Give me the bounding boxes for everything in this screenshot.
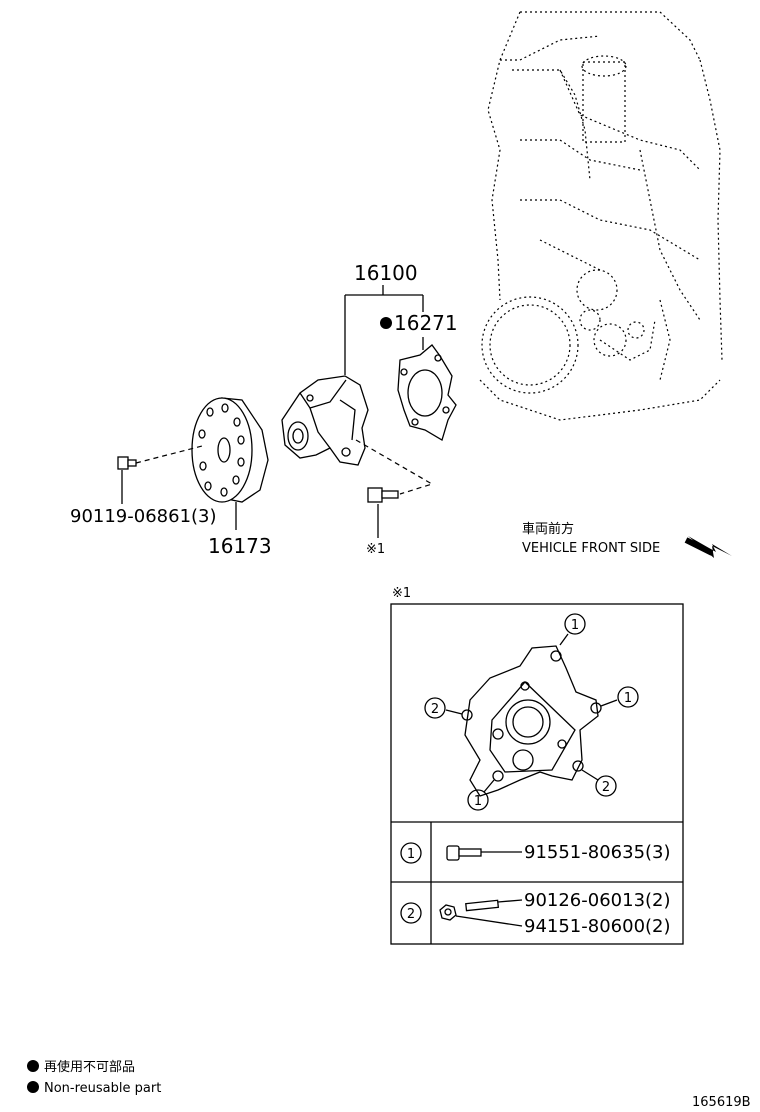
- figure-id: 165619B: [692, 1095, 751, 1110]
- row-2-part-number-a: 90126-06013(2): [524, 890, 671, 911]
- callout-2-bottom-right: 2: [602, 780, 610, 795]
- vehicle-front-english: VEHICLE FRONT SIDE: [522, 541, 660, 556]
- legend-dot-icon: [27, 1081, 39, 1093]
- legend-english: Non-reusable part: [44, 1081, 161, 1096]
- pulley-bolt-part-number: 90119-06861(3): [70, 506, 217, 527]
- pulley-part-number: 16173: [208, 534, 272, 558]
- callout-2-left: 2: [431, 702, 439, 717]
- vehicle-front-arrow-icon: [684, 536, 732, 558]
- detail-title: ※1: [392, 586, 411, 601]
- detail-callouts: 1 1 2 2 1: [424, 613, 639, 811]
- row-2-stud-leader: [497, 899, 523, 903]
- detail-box: [390, 603, 684, 945]
- row-2-stud-drawing: [465, 899, 500, 912]
- row-2-nut-leader: [455, 915, 523, 927]
- row-2-nut-drawing: [439, 904, 457, 921]
- callout-1-top: 1: [571, 618, 579, 633]
- water-pump-leader: [344, 285, 424, 375]
- water-pump-part-number: 16100: [354, 261, 418, 285]
- gasket-drawing: [397, 344, 457, 441]
- callout-1-right: 1: [624, 691, 632, 706]
- legend-japanese: 再使用不可部品: [44, 1059, 135, 1075]
- pump-bolt-ref-mark: ※1: [366, 542, 385, 557]
- pulley-bolt-drawing: [117, 456, 137, 470]
- gasket-part-number: 16271: [394, 311, 458, 335]
- row-1-bolt-drawing: [446, 845, 482, 861]
- row-2-index-circle: [400, 902, 422, 924]
- pulley-drawing: [191, 397, 269, 503]
- row-2-index: 2: [407, 907, 415, 922]
- water-pump-drawing: [281, 375, 369, 466]
- row-1-index: 1: [407, 847, 415, 862]
- vehicle-front-japanese: 車両前方: [522, 521, 574, 537]
- pump-bolt-drawing: [367, 487, 399, 503]
- row-2-part-number-b: 94151-80600(2): [524, 916, 671, 937]
- non-reusable-dot-icon: [380, 317, 392, 329]
- legend-dot-icon: [27, 1060, 39, 1072]
- detail-pump-flange-drawing: [461, 645, 602, 797]
- callout-1-bottom: 1: [474, 794, 482, 809]
- pulley-bolt-dashline: [135, 445, 203, 464]
- row-1-part-number: 91551-80635(3): [524, 842, 671, 863]
- engine-block-outline: [479, 11, 723, 421]
- row-1-index-circle: [400, 842, 422, 864]
- pump-bolt-dashline: [355, 439, 434, 495]
